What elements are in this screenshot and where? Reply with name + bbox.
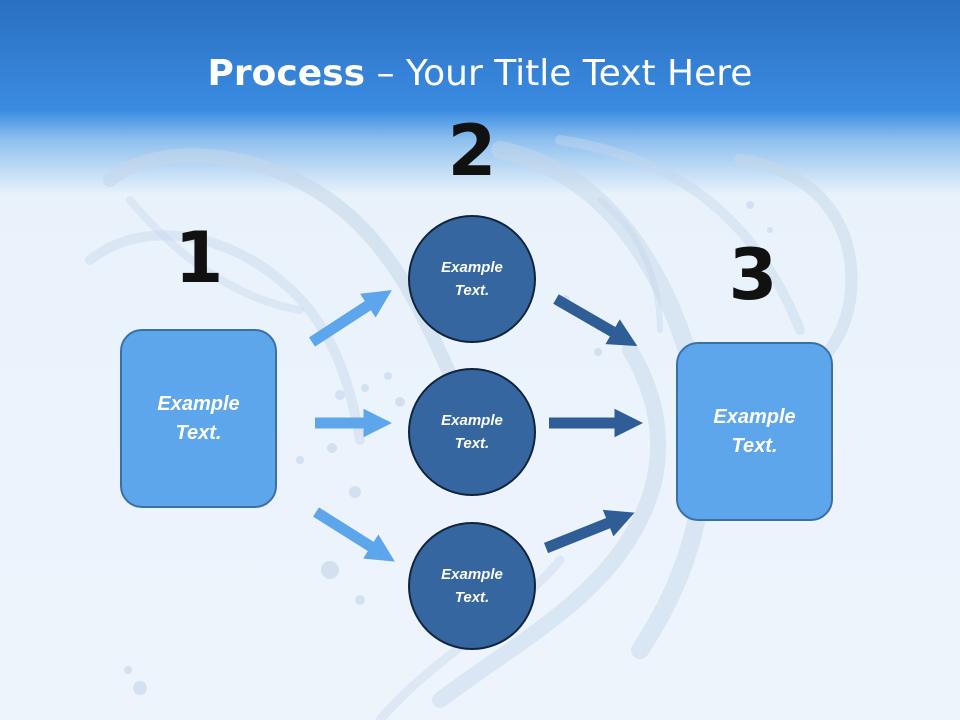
- process-circle-top: Example Text.: [408, 215, 536, 343]
- right-box-line1: Example: [713, 405, 796, 428]
- title-rest: – Your Title Text Here: [365, 53, 753, 94]
- step-number-2: 2: [447, 110, 497, 192]
- circle-bottom-line2: Text.: [454, 589, 490, 606]
- slide-title: Process – Your Title Text Here: [0, 52, 960, 96]
- circle-bottom-line1: Example: [441, 566, 503, 583]
- circle-top-line1: Example: [441, 259, 503, 276]
- right-process-box: Example Text.: [676, 342, 833, 521]
- circle-top-line2: Text.: [454, 282, 490, 299]
- title-bold: Process: [207, 53, 366, 94]
- step-number-3: 3: [728, 234, 778, 316]
- circle-middle-line1: Example: [441, 412, 503, 429]
- circle-middle-line2: Text.: [454, 435, 490, 452]
- left-box-line2: Text.: [175, 421, 222, 444]
- right-box-line2: Text.: [731, 434, 778, 457]
- process-circle-bottom: Example Text.: [408, 522, 536, 650]
- left-box-line1: Example: [157, 392, 240, 415]
- left-process-box: Example Text.: [120, 329, 277, 508]
- process-circle-middle: Example Text.: [408, 368, 536, 496]
- step-number-1: 1: [174, 217, 224, 299]
